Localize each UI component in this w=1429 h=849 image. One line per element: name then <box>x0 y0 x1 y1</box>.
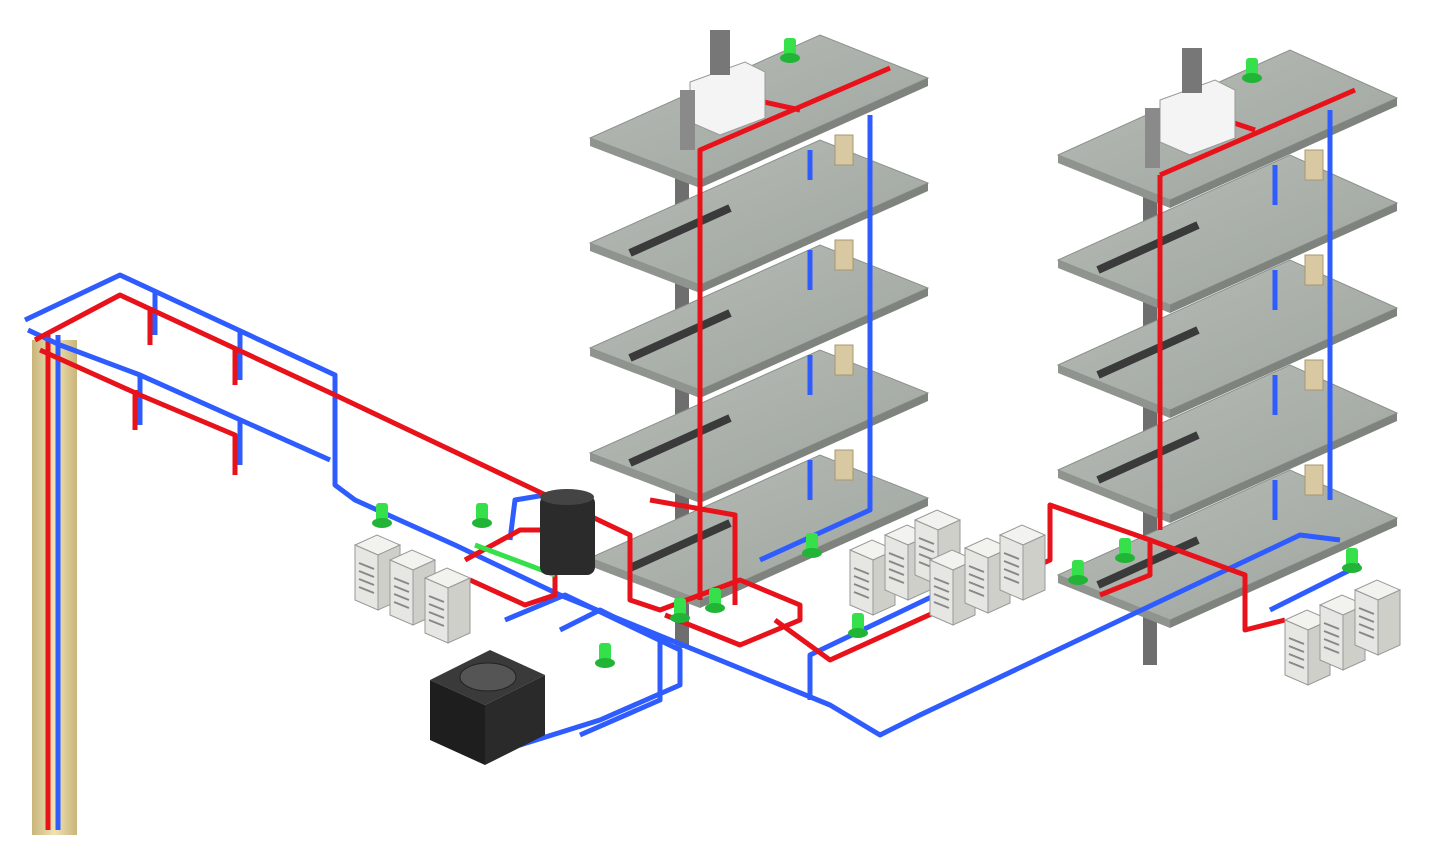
slab-edge <box>1170 203 1397 313</box>
indoor-unit <box>1304 464 1324 496</box>
duct <box>628 204 732 257</box>
slab-edge <box>1058 155 1170 208</box>
slab-edge <box>1170 98 1397 208</box>
pump-icon <box>705 588 725 613</box>
cooling-tower <box>430 650 545 765</box>
pump-icon <box>1342 548 1362 573</box>
pump-icon <box>780 38 800 63</box>
indoor-unit <box>834 239 854 271</box>
ground-well <box>32 335 77 835</box>
slab-edge <box>1058 365 1170 418</box>
duct <box>1096 221 1200 274</box>
pump-icon <box>1068 560 1088 585</box>
slab-edge <box>590 558 700 608</box>
slab-edge <box>1058 575 1170 628</box>
slab-edge <box>590 348 700 398</box>
pump-icon <box>1115 538 1135 563</box>
rooftop-ahu-1 <box>680 30 766 150</box>
outdoor-unit <box>998 524 1047 601</box>
water-heater-tank <box>540 489 595 575</box>
duct <box>628 414 732 467</box>
pump-icon <box>472 503 492 528</box>
slab-edge <box>1170 518 1397 628</box>
duct <box>628 519 732 572</box>
indoor-unit <box>1304 149 1324 181</box>
supply-pipes <box>33 65 1356 663</box>
pump-icon <box>848 613 868 638</box>
slab-edge <box>1170 308 1397 418</box>
indoor-unit <box>1304 254 1324 286</box>
outdoor-unit <box>848 539 897 616</box>
pump-icon <box>595 643 615 668</box>
duct <box>1096 431 1200 484</box>
slab-edge <box>590 453 700 503</box>
pumps <box>372 38 1362 668</box>
slab-edge <box>590 243 700 293</box>
outdoor-unit <box>423 567 472 644</box>
pump-icon <box>372 503 392 528</box>
slab-edge <box>1170 413 1397 523</box>
pump-icon <box>802 533 822 558</box>
slab-edge <box>700 78 928 188</box>
outdoor-unit <box>1353 579 1402 656</box>
pump-icon <box>1242 58 1262 83</box>
slab-edge <box>590 138 700 188</box>
rooftop-ahu-2 <box>1145 48 1236 168</box>
slab-edge <box>1058 470 1170 523</box>
outdoor-units <box>353 509 1402 686</box>
duct <box>1096 326 1200 379</box>
indoor-unit <box>834 344 854 376</box>
indoor-unit <box>834 449 854 481</box>
pump-icon <box>670 598 690 623</box>
slab-edge <box>1058 260 1170 313</box>
building-1 <box>588 34 930 648</box>
duct <box>628 309 732 362</box>
outdoor-unit <box>928 549 977 626</box>
indoor-unit <box>1304 359 1324 391</box>
indoor-unit <box>834 134 854 166</box>
